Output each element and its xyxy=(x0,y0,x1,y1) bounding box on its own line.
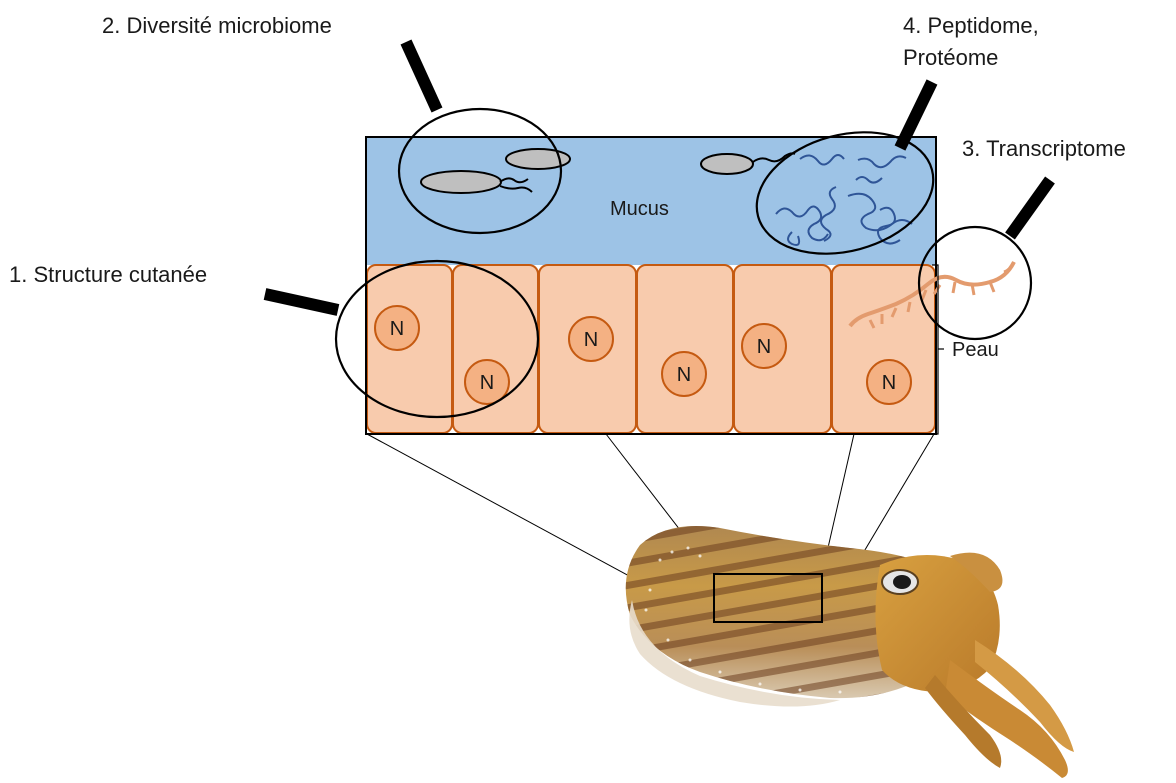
mucus-label: Mucus xyxy=(610,198,669,220)
label-transcriptome: 3. Transcriptome xyxy=(962,136,1126,162)
skin-cell xyxy=(637,265,733,433)
skin-cell xyxy=(453,265,538,433)
pointer-structure xyxy=(265,294,338,310)
pointer-microbiome xyxy=(406,42,437,110)
bacterium xyxy=(701,154,753,174)
nucleus-label: N xyxy=(757,336,771,358)
skin-cells xyxy=(367,265,935,433)
bacterium xyxy=(421,171,501,193)
nucleus-label: N xyxy=(677,364,691,386)
label-peptidome-line2: Protéome xyxy=(903,45,998,71)
label-structure: 1. Structure cutanée xyxy=(9,262,207,288)
skin-cell xyxy=(367,265,452,433)
nucleus-label: N xyxy=(584,329,598,351)
nucleus-label: N xyxy=(480,372,494,394)
cuttlefish-illustration xyxy=(626,526,1074,778)
label-peptidome-line1: 4. Peptidome, xyxy=(903,13,1039,39)
pointer-transcriptome xyxy=(1010,180,1050,236)
nucleus-label: N xyxy=(390,318,404,340)
peau-label: Peau xyxy=(952,339,999,361)
nucleus-label: N xyxy=(882,372,896,394)
label-microbiome: 2. Diversité microbiome xyxy=(102,13,332,39)
